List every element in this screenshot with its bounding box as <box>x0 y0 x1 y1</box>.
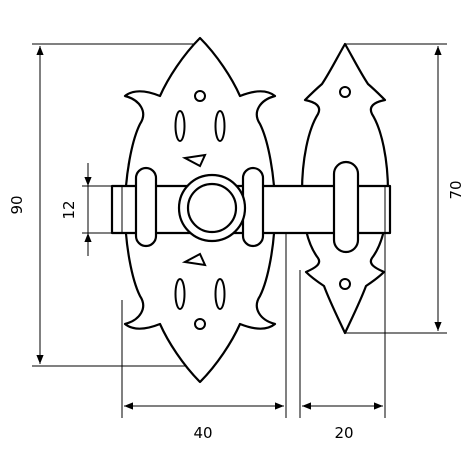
bolt-guides <box>134 160 360 254</box>
dim-label-40: 40 <box>193 424 212 442</box>
dim-label-12: 12 <box>60 200 78 219</box>
dimension-lines <box>36 46 442 410</box>
dim-label-70: 70 <box>447 180 465 199</box>
dim-label-90: 90 <box>8 195 26 214</box>
bolt-knob <box>177 173 247 243</box>
dim-label-20: 20 <box>334 424 353 442</box>
